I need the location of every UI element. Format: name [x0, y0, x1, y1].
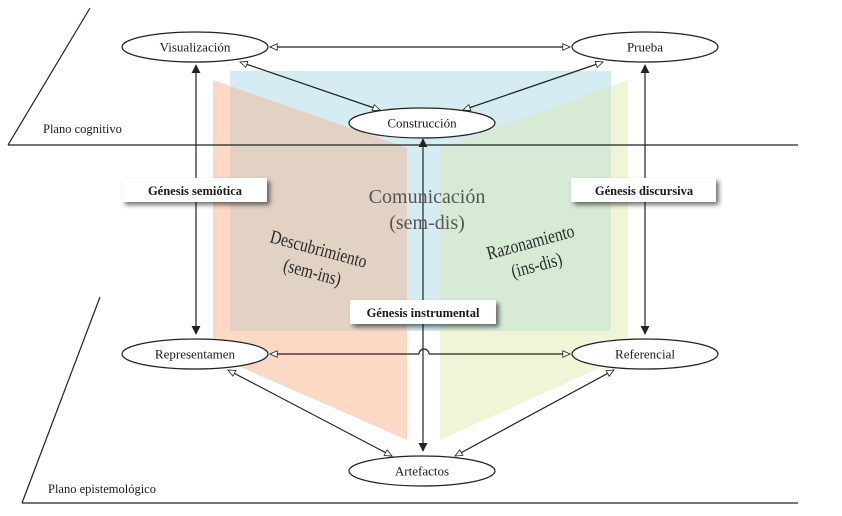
- node-visualizacion-label: Visualización: [160, 40, 231, 55]
- node-representamen-label: Representamen: [155, 347, 236, 362]
- edge-prueba-construccion: [462, 60, 604, 112]
- genesis-semiotica-box: Génesis semiótica: [122, 178, 267, 202]
- cognitive-plane-label: Plano cognitivo: [43, 122, 122, 136]
- epistemological-plane-label: Plano epistemológico: [48, 482, 156, 496]
- communication-title: Comunicación: [369, 186, 486, 208]
- edge-crossing-hop: [418, 348, 430, 355]
- edge-visualizacion-construccion: [239, 60, 381, 112]
- panel-overlap-dis-comm: [440, 86, 611, 331]
- node-prueba: Prueba: [571, 31, 719, 63]
- edge-referencial-artefactos: [454, 369, 615, 457]
- node-artefactos: Artefactos: [348, 455, 496, 487]
- panel-overlap-sem-comm: [230, 86, 407, 331]
- edge-representamen-artefactos: [227, 369, 393, 457]
- node-visualizacion: Visualización: [121, 31, 269, 63]
- node-construccion: Construcción: [348, 107, 496, 139]
- node-construccion-label: Construcción: [387, 116, 457, 131]
- genesis-instrumental-box: Génesis instrumental: [350, 300, 496, 324]
- node-prueba-label: Prueba: [627, 40, 663, 55]
- genesis-semiotica-label: Génesis semiótica: [148, 184, 243, 198]
- node-referencial-label: Referencial: [615, 347, 675, 362]
- node-referencial: Referencial: [571, 338, 719, 370]
- node-representamen: Representamen: [121, 338, 269, 370]
- node-artefactos-label: Artefactos: [395, 464, 449, 479]
- communication-label: Comunicación (sem-dis): [369, 186, 486, 234]
- genesis-instrumental-label: Génesis instrumental: [367, 306, 480, 320]
- genesis-discursiva-box: Génesis discursiva: [571, 178, 716, 202]
- epistemological-plane: [21, 296, 798, 504]
- communication-subtitle: (sem-dis): [389, 212, 465, 234]
- epistemological-plane-edge: [21, 296, 101, 504]
- genesis-discursiva-label: Génesis discursiva: [595, 184, 694, 198]
- cognitive-plane-edge: [7, 7, 91, 146]
